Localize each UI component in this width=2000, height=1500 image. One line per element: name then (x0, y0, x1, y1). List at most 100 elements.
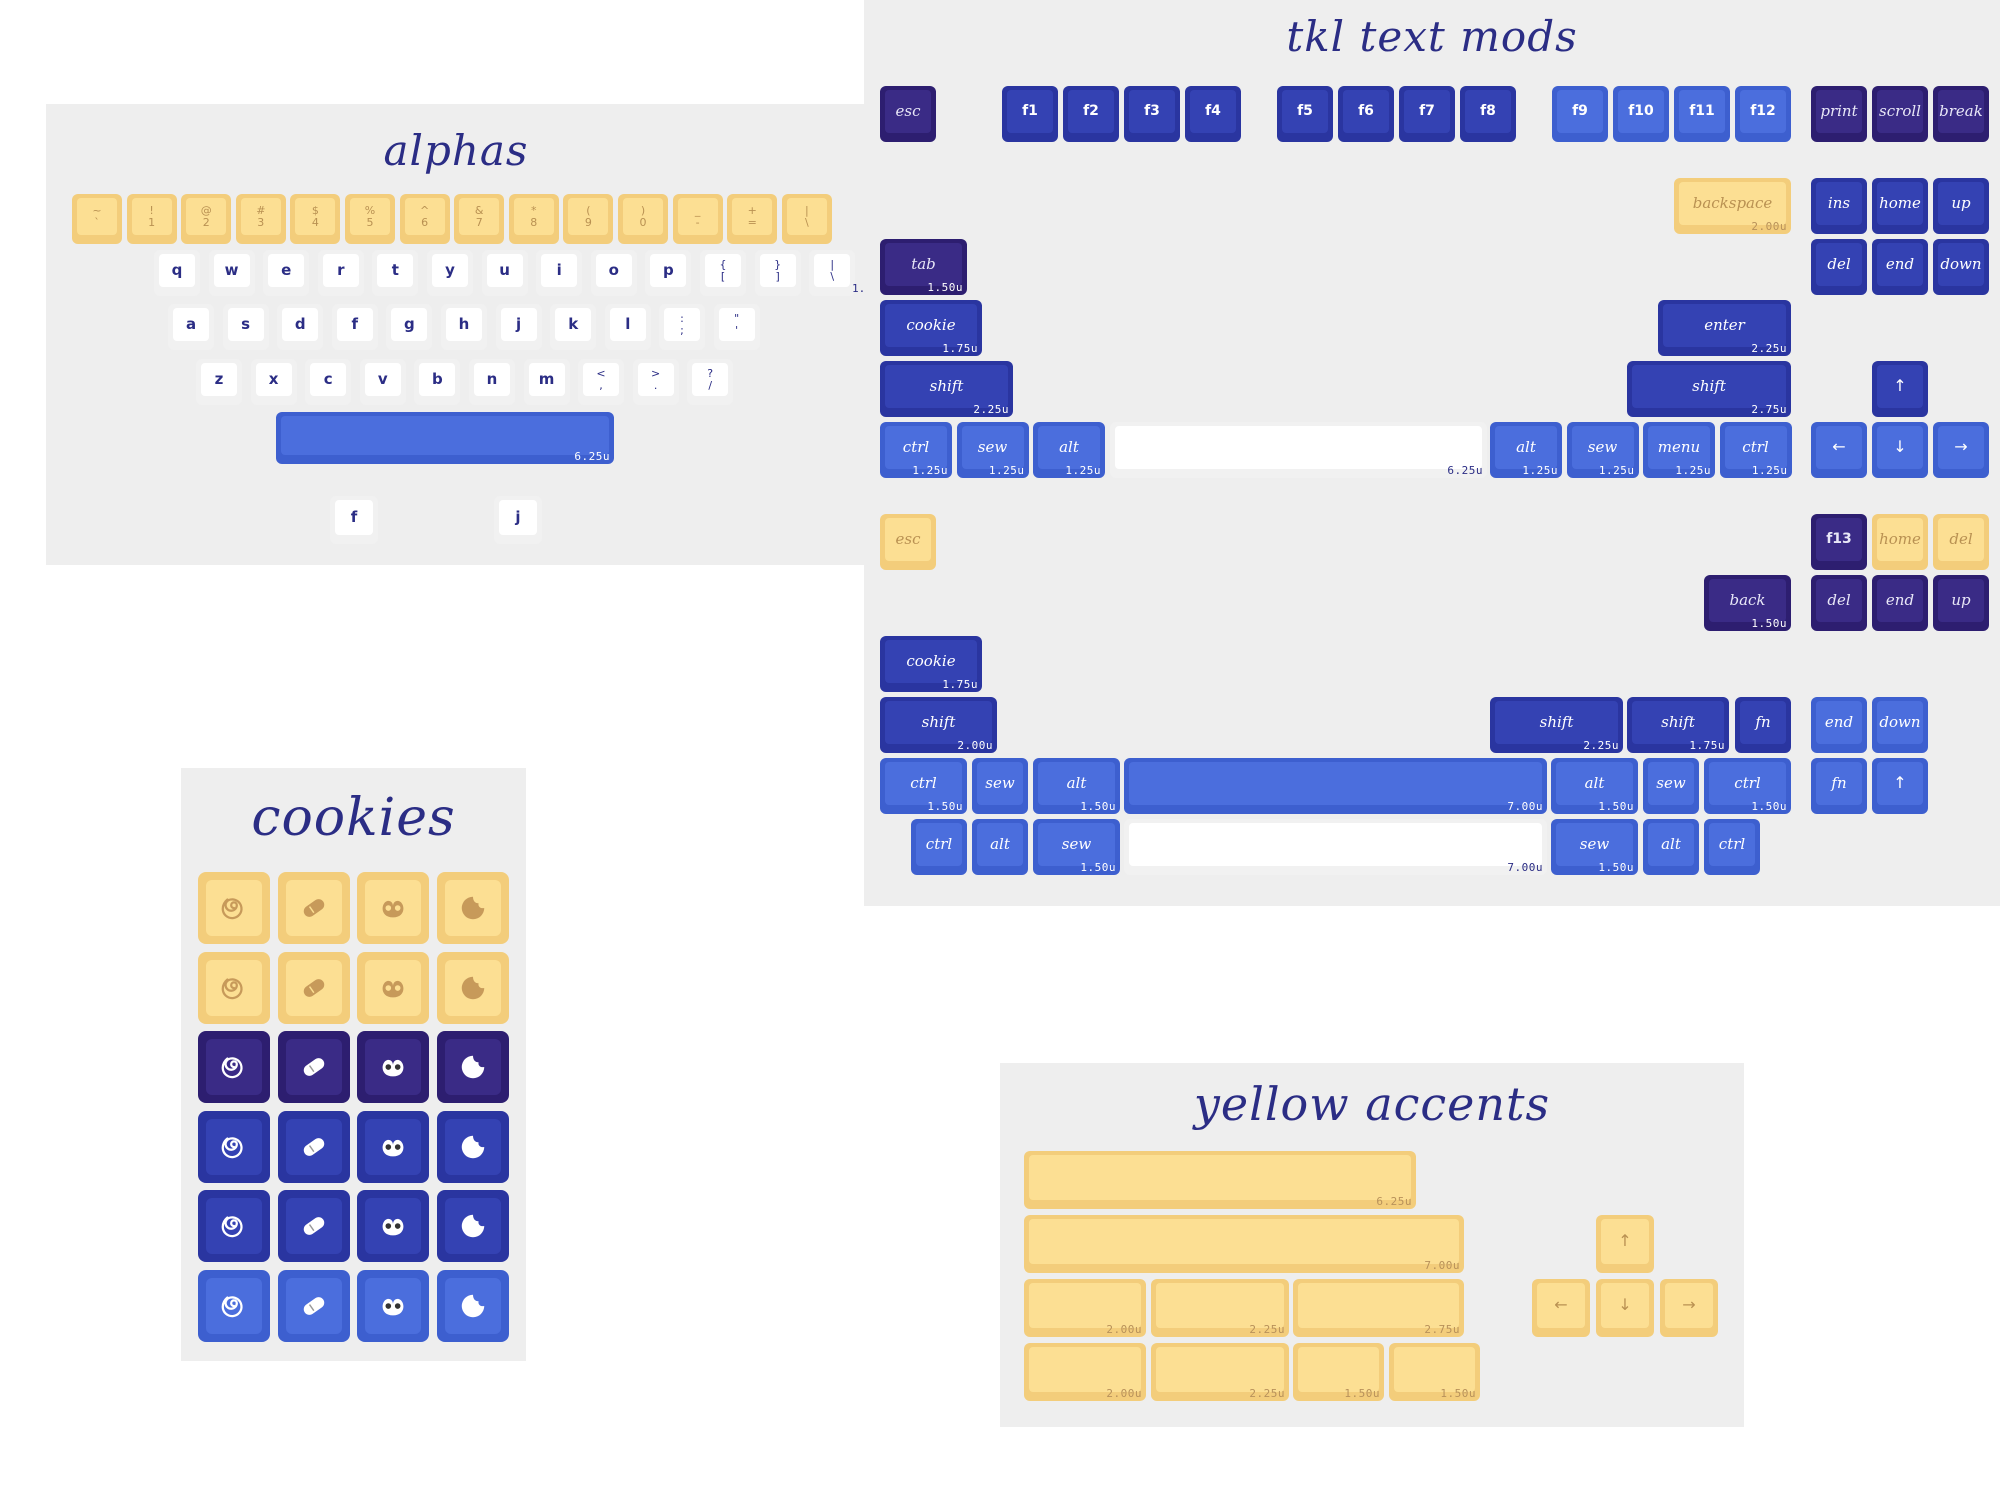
alpha-key-q[interactable]: q (154, 250, 200, 296)
arrow-left-key[interactable]: ← (1811, 422, 1867, 478)
function-key[interactable]: f1 (1002, 86, 1058, 142)
cookie-key[interactable] (357, 872, 429, 944)
spacebar-6.25u[interactable]: 6.25u (1024, 1151, 1416, 1209)
cookie-key[interactable] (198, 1110, 270, 1183)
alpha-key-u[interactable]: u (481, 250, 528, 296)
cookie-key[interactable] (277, 951, 350, 1024)
nav-key[interactable]: up (1933, 575, 1989, 631)
nav-key[interactable]: down (1933, 239, 1989, 295)
nav-key[interactable]: scroll (1872, 86, 1928, 142)
alpha-key-p[interactable]: p (645, 250, 692, 296)
alpha-key-x[interactable]: x (250, 359, 297, 405)
alpha-key-s[interactable]: s (222, 304, 269, 350)
homing-key-j[interactable]: j (494, 496, 542, 544)
alpha-key-r[interactable]: r (317, 250, 364, 296)
cookie-key[interactable] (436, 872, 509, 944)
nav-key[interactable]: print (1811, 86, 1867, 142)
modifier-key[interactable]: 2.00u (1024, 1279, 1146, 1337)
cookie-key[interactable] (357, 1031, 429, 1103)
esc-key-yellow[interactable]: esc (880, 514, 936, 570)
cookie-key[interactable] (436, 1031, 509, 1103)
cookie-key[interactable] (198, 951, 270, 1024)
arrow-up-key[interactable]: ↑ (1596, 1215, 1654, 1273)
cookie-key[interactable] (436, 1269, 509, 1342)
alpha-key-w[interactable]: w (208, 250, 255, 296)
function-key[interactable]: f9 (1552, 86, 1608, 142)
modifier-key[interactable]: 2.00u (1024, 1343, 1146, 1401)
arrow-up-key[interactable]: ↑ (1872, 361, 1928, 417)
modifier-key[interactable]: alt (972, 819, 1028, 875)
del-key-yellow[interactable]: del (1933, 514, 1989, 570)
function-key[interactable]: f12 (1735, 86, 1791, 142)
bracket-key[interactable]: }] (754, 250, 801, 296)
alpha-key-t[interactable]: t (372, 250, 419, 296)
number-key[interactable]: #3 (235, 194, 286, 244)
number-key[interactable]: += (727, 194, 778, 244)
function-key[interactable]: f3 (1124, 86, 1180, 142)
nav-key[interactable]: down (1872, 697, 1928, 753)
number-key[interactable]: (9 (563, 194, 614, 244)
alpha-key-k[interactable]: k (550, 304, 597, 350)
cookie-key[interactable] (436, 1190, 509, 1262)
cookie-key[interactable] (277, 872, 350, 944)
nav-key[interactable]: end (1811, 697, 1867, 753)
cookie-key[interactable] (436, 1110, 509, 1183)
modifier-key[interactable]: 2.25u (1151, 1343, 1289, 1401)
fn-key[interactable]: fn (1811, 758, 1867, 814)
arrow-left-key[interactable]: ← (1532, 1279, 1590, 1337)
punct-key[interactable]: "' (713, 304, 760, 350)
number-key[interactable]: )0 (618, 194, 668, 244)
alpha-key-j[interactable]: j (495, 304, 542, 350)
cookie-key[interactable] (357, 1110, 429, 1183)
cookie-key[interactable] (277, 1269, 350, 1342)
number-key[interactable]: *8 (508, 194, 559, 244)
home-key-yellow[interactable]: home (1872, 514, 1928, 570)
function-key[interactable]: f11 (1674, 86, 1730, 142)
cookie-key[interactable] (357, 1190, 429, 1262)
cookie-key[interactable] (198, 1190, 270, 1262)
arrow-right-key[interactable]: → (1933, 422, 1989, 478)
punct-key[interactable]: :; (659, 304, 705, 350)
modifier-key[interactable]: 2.75u (1293, 1279, 1464, 1337)
spacebar-7u[interactable]: 7.00u (1124, 758, 1547, 814)
modifier-key[interactable]: ctrl (1704, 819, 1760, 875)
spacebar[interactable]: 6.25u (276, 412, 614, 464)
punct-key[interactable]: >. (632, 359, 679, 405)
nav-key[interactable]: end (1872, 239, 1928, 295)
arrow-up-key[interactable]: ↑ (1872, 758, 1928, 814)
function-key[interactable]: f8 (1460, 86, 1516, 142)
alpha-key-n[interactable]: n (469, 359, 515, 405)
bracket-key[interactable]: {[ (700, 250, 746, 296)
esc-key[interactable]: esc (880, 86, 936, 142)
alpha-key-f[interactable]: f (331, 304, 378, 350)
number-key[interactable]: %5 (345, 194, 395, 244)
alpha-key-e[interactable]: e (263, 250, 310, 296)
number-key[interactable]: &7 (454, 194, 505, 244)
punct-key[interactable]: <, (578, 359, 624, 405)
cookie-key[interactable] (357, 1269, 429, 1342)
alpha-key-c[interactable]: c (305, 359, 352, 405)
function-key[interactable]: f4 (1185, 86, 1241, 142)
spacebar-7u[interactable]: 7.00u (1024, 1215, 1464, 1273)
number-key[interactable]: ~` (72, 194, 122, 244)
spacebar[interactable]: 6.25u (1110, 422, 1487, 478)
number-key[interactable]: ^6 (399, 194, 450, 244)
number-key[interactable]: _- (672, 194, 723, 244)
alpha-key-l[interactable]: l (604, 304, 651, 350)
modifier-key[interactable]: 1.50u (1293, 1343, 1384, 1401)
modifier-key[interactable]: alt (1643, 819, 1699, 875)
